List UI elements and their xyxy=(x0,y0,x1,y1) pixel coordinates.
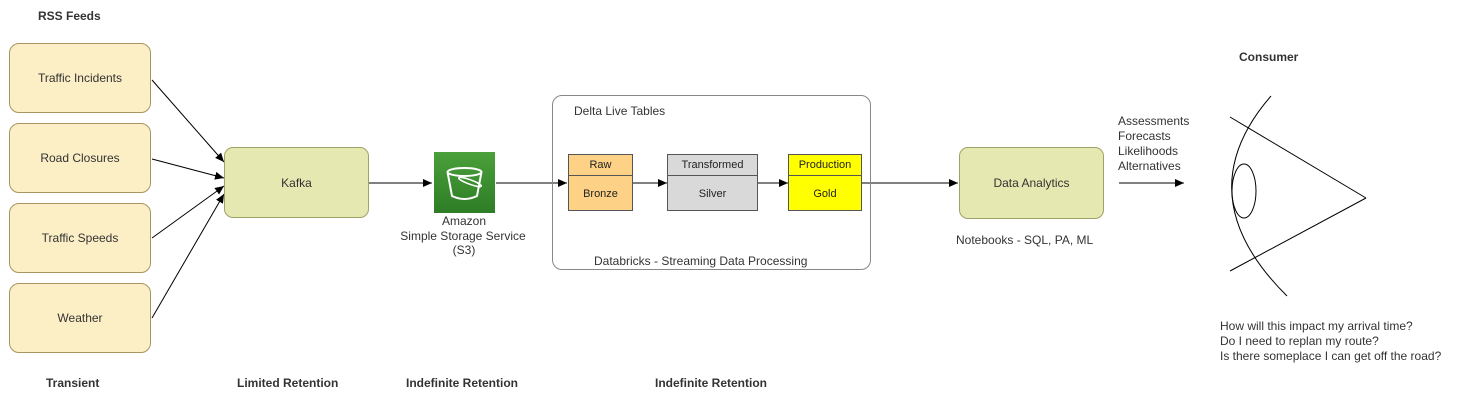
question-replan-route: Do I need to replan my route? xyxy=(1220,334,1379,348)
table-transformed: Transformed Silver xyxy=(667,154,758,211)
table-raw-body: Bronze xyxy=(583,188,618,200)
output-alternatives: Alternatives xyxy=(1118,159,1181,173)
s3-label-line1: Amazon xyxy=(441,214,487,228)
bucket-icon xyxy=(446,167,483,200)
kafka-node: Kafka xyxy=(224,147,369,218)
arrow-closures-kafka xyxy=(151,158,225,180)
output-assessments: Assessments xyxy=(1118,114,1190,128)
table-raw-header: Raw xyxy=(569,155,632,176)
consumer-questions: How will this impact my arrival time? Do… xyxy=(1220,319,1441,364)
output-likelihoods: Likelihoods xyxy=(1118,144,1179,158)
consumer-label: Consumer xyxy=(1239,50,1299,64)
delta-footer: Databricks - Streaming Data Processing xyxy=(594,254,808,268)
arrow-weather-kafka xyxy=(151,193,225,319)
indefinite-retention-label-delta: Indefinite Retention xyxy=(655,376,767,390)
arrow-incidents-kafka xyxy=(151,79,225,163)
transient-label: Transient xyxy=(46,376,100,390)
question-get-off-road: Is there someplace I can get off the roa… xyxy=(1220,349,1442,363)
table-raw: Raw Bronze xyxy=(568,154,633,211)
feed-traffic-speeds: Traffic Speeds xyxy=(9,203,151,273)
delta-title: Delta Live Tables xyxy=(574,104,666,118)
outputs-list: Assessments Forecasts Likelihoods Altern… xyxy=(1118,114,1189,174)
feed-road-closures: Road Closures xyxy=(9,123,151,193)
arrow-speeds-kafka xyxy=(151,185,225,239)
table-transformed-header: Transformed xyxy=(668,155,757,176)
table-production: Production Gold xyxy=(788,154,862,211)
table-production-header: Production xyxy=(789,155,861,176)
s3-label-line3: (S3) xyxy=(452,243,476,257)
data-analytics-node: Data Analytics xyxy=(959,147,1104,219)
s3-node xyxy=(434,152,495,213)
limited-retention-label: Limited Retention xyxy=(237,376,339,390)
feed-weather: Weather xyxy=(9,283,151,353)
s3-label-line2: Simple Storage Service xyxy=(400,229,526,243)
data-analytics-caption: Notebooks - SQL, PA, ML xyxy=(956,233,1094,247)
table-production-body: Gold xyxy=(813,188,837,200)
delta-live-tables-group xyxy=(552,95,871,270)
question-arrival-time: How will this impact my arrival time? xyxy=(1220,319,1413,333)
eye-icon xyxy=(1229,95,1367,297)
output-forecasts: Forecasts xyxy=(1118,129,1171,143)
indefinite-retention-label-s3: Indefinite Retention xyxy=(406,376,518,390)
table-transformed-body: Silver xyxy=(698,188,727,200)
rss-feeds-label: RSS Feeds xyxy=(38,9,101,23)
feed-traffic-incidents: Traffic Incidents xyxy=(9,43,151,113)
